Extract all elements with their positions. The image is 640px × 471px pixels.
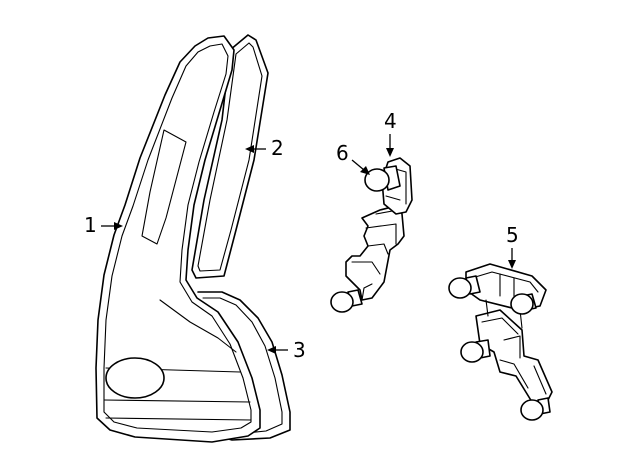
callout-5: 5 <box>506 223 519 269</box>
part-6-bulb <box>364 165 401 192</box>
callout-2-label: 2 <box>271 136 284 160</box>
callout-2: 2 <box>245 136 284 160</box>
part-2-gasket <box>191 34 269 279</box>
callout-3-label: 3 <box>293 338 306 362</box>
part-1-tail-lamp <box>95 35 261 443</box>
callout-4-label: 4 <box>384 109 397 133</box>
callout-3: 3 <box>267 338 306 362</box>
arrow-icon <box>508 260 516 269</box>
arrow-icon <box>114 222 123 230</box>
callout-6-label: 6 <box>336 141 349 165</box>
part-3-gasket <box>197 291 291 441</box>
callout-4: 4 <box>384 109 397 157</box>
callout-5-label: 5 <box>506 223 519 247</box>
arrow-icon <box>386 148 394 157</box>
arrow-icon <box>360 166 370 175</box>
arrow-icon <box>245 145 254 153</box>
arrow-icon <box>267 346 276 354</box>
part-5-socket <box>448 263 553 421</box>
callout-6: 6 <box>336 141 370 175</box>
callout-1-label: 1 <box>84 213 97 237</box>
callout-1: 1 <box>84 213 123 237</box>
